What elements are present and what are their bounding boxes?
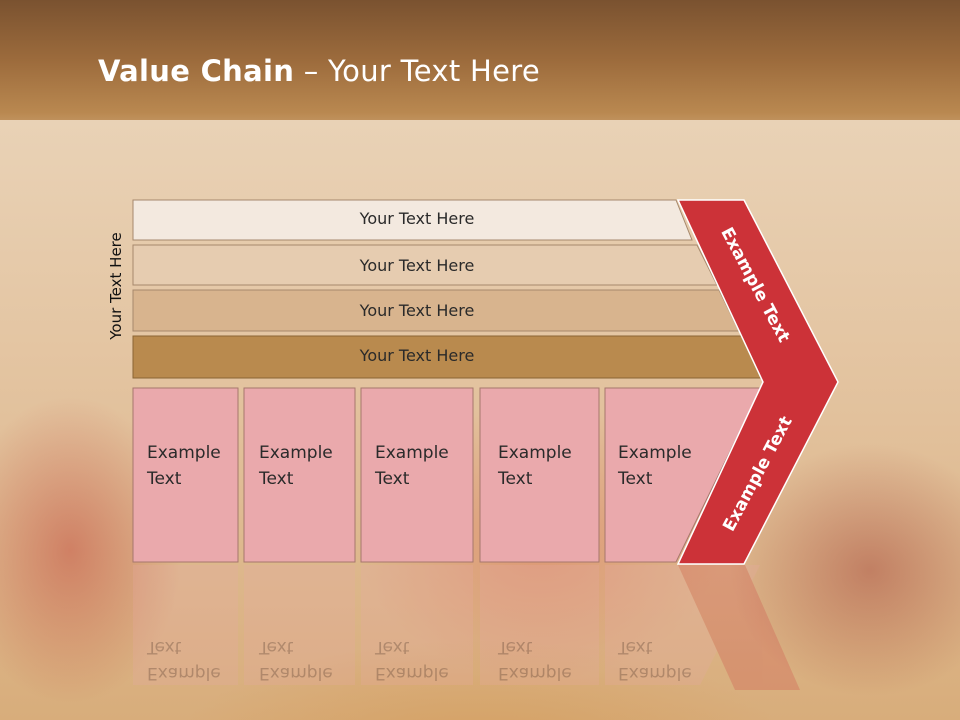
- reflection-box-1: [133, 565, 238, 685]
- box-3-line2: Text: [375, 469, 410, 489]
- box-2-reflection-line2: Text: [259, 637, 294, 657]
- box-3-line1: Example: [375, 443, 449, 463]
- box-4-text: Example Text: [498, 440, 598, 492]
- box-1-reflection-line2: Text: [147, 637, 182, 657]
- box-1-line2: Text: [147, 469, 182, 489]
- box-1-text: Example Text: [147, 440, 247, 492]
- box-2-reflection-line1: Example: [259, 663, 333, 683]
- box-3-reflection: Example Text: [375, 634, 475, 686]
- box-5-text: Example Text: [618, 440, 718, 492]
- box-2-line1: Example: [259, 443, 333, 463]
- box-1-line1: Example: [147, 443, 221, 463]
- box-4-reflection-line1: Example: [498, 663, 572, 683]
- box-2: [243, 387, 356, 563]
- box-4-reflection-line2: Text: [498, 637, 533, 657]
- box-3: [360, 387, 474, 563]
- box-3-reflection-line2: Text: [375, 637, 410, 657]
- box-4-line1: Example: [498, 443, 572, 463]
- box-2-line2: Text: [259, 469, 294, 489]
- reflection-box-2: [244, 565, 355, 685]
- box-1: [132, 387, 239, 563]
- box-5-reflection-line1: Example: [618, 663, 692, 683]
- box-5-line2: Text: [618, 469, 653, 489]
- box-2-reflection: Example Text: [259, 634, 359, 686]
- box-5-line1: Example: [618, 443, 692, 463]
- reflection-arrow: [678, 565, 800, 690]
- title-bold: Value Chain: [98, 54, 295, 88]
- box-4: [479, 387, 600, 563]
- title-rest: – Your Text Here: [294, 54, 540, 88]
- box-2-text: Example Text: [259, 440, 359, 492]
- bar-1-label: Your Text Here: [359, 209, 475, 228]
- box-1-reflection-line1: Example: [147, 663, 221, 683]
- box-4-reflection: Example Text: [498, 634, 598, 686]
- reflection-box-5: [605, 565, 760, 685]
- slide-title: Value Chain – Your Text Here: [98, 54, 540, 88]
- reflection-box-3: [361, 565, 473, 685]
- box-5-reflection-line2: Text: [618, 637, 653, 657]
- box-3-text: Example Text: [375, 440, 475, 492]
- bar-2-label: Your Text Here: [359, 256, 475, 275]
- box-4-line2: Text: [498, 469, 533, 489]
- chevron-arrow: [676, 199, 839, 565]
- box-1-reflection: Example Text: [147, 634, 247, 686]
- box-5: [604, 387, 762, 563]
- diagram-reflection: [133, 565, 800, 690]
- box-5-reflection: Example Text: [618, 634, 718, 686]
- box-3-reflection-line1: Example: [375, 663, 449, 683]
- bar-3-label: Your Text Here: [359, 301, 475, 320]
- bar-1: [132, 199, 693, 241]
- bar-4-label: Your Text Here: [359, 346, 475, 365]
- reflection-box-4: [480, 565, 599, 685]
